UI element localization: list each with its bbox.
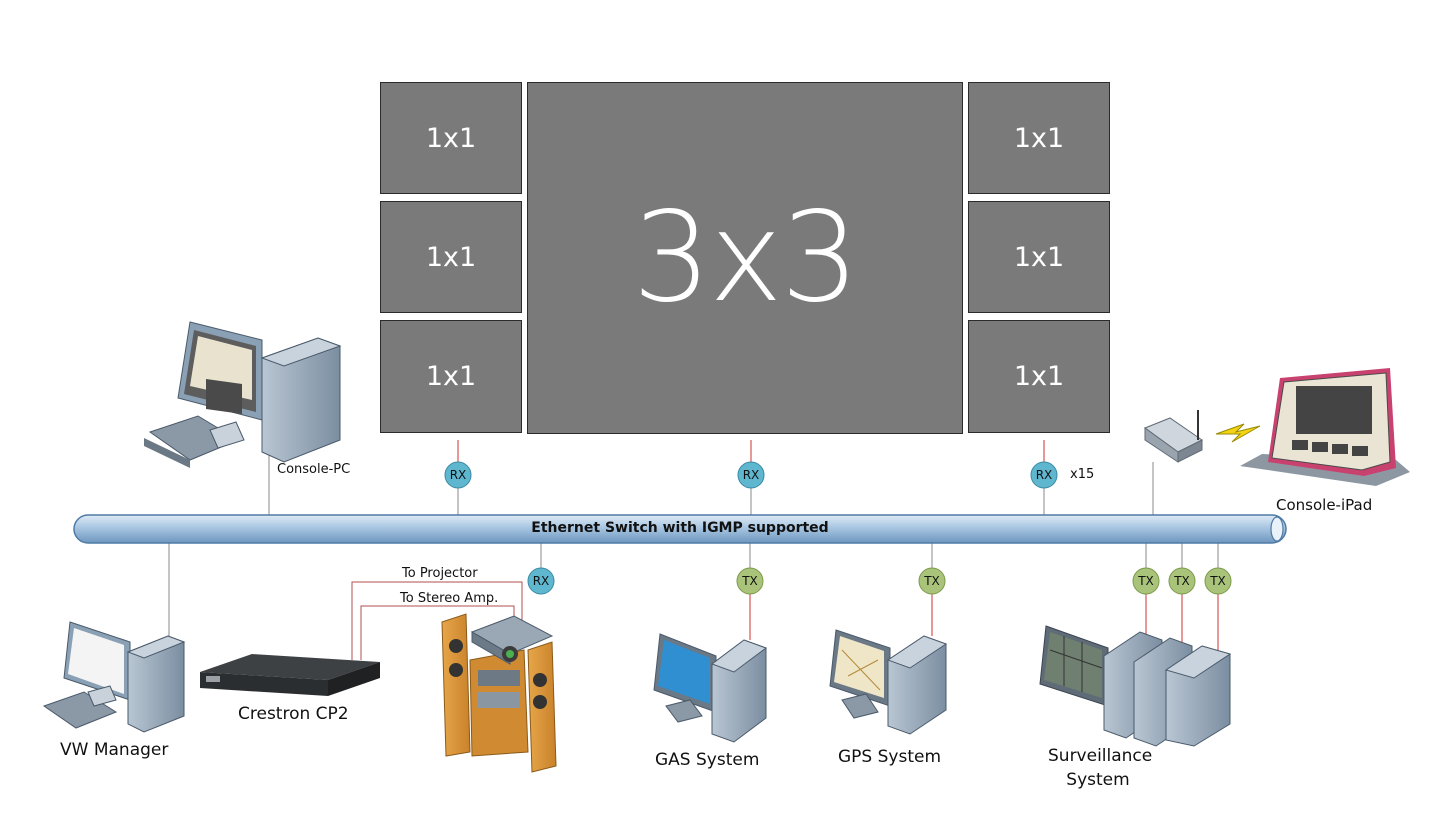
rx-label: RX [449,468,467,482]
surveillance-system-icon [1039,625,1232,747]
left-panel-3: 1x1 [380,320,522,433]
left-panel-1: 1x1 [380,82,522,194]
panel-label: 3x3 [632,186,859,330]
rx-uplinks [268,452,1154,516]
gps-system-label: GPS System [838,747,942,767]
tx-label: TX [1138,574,1154,588]
gps-system-icon [829,629,948,735]
ethernet-switch-bar [73,514,1287,544]
console-pc-icon [144,321,342,468]
crestron-cp2-icon [200,654,380,696]
panel-label: 1x1 [425,241,477,273]
right-panel-2: 1x1 [968,201,1110,313]
tx-label: TX [1174,574,1190,588]
rx-node-projector [527,567,555,595]
panel-label: 1x1 [1013,361,1065,392]
rx-node-right [1030,461,1058,489]
crestron-label: Crestron CP2 [238,704,349,724]
console-pc-label: Console-PC [277,462,351,477]
gas-system-icon [653,633,768,743]
tx-label: TX [1210,574,1226,588]
switch-label: Ethernet Switch with IGMP supported [531,520,829,536]
console-ipad-icon [1240,368,1410,486]
wireless-bolt-icon [1215,423,1261,443]
panel-label: 1x1 [1013,122,1065,154]
center-panel-3x3: 3x3 [527,82,963,434]
rx-label: RX [1035,468,1053,482]
vw-manager-icon [42,621,186,733]
right-panel-1: 1x1 [968,82,1110,194]
panel-label: 1x1 [425,122,477,154]
panel-label: 1x1 [1013,241,1065,273]
panel-label: 1x1 [425,361,477,392]
tx-node-surveillance-2 [1168,567,1196,595]
wall-signal-lines [457,440,1045,462]
rx-label: RX [742,468,760,482]
surveillance-label-line2: System [1066,770,1130,790]
av-cart-icon [441,613,557,773]
right-panel-3: 1x1 [968,320,1110,433]
tx-node-surveillance-3 [1204,567,1232,595]
wireless-router-icon [1143,410,1203,463]
tx-label: TX [924,574,940,588]
rx-label: RX [532,574,550,588]
tx-device-lines [749,594,1219,650]
rx-count-label: x15 [1070,467,1095,482]
tx-label: TX [742,574,758,588]
rx-node-left [444,461,472,489]
surveillance-label-line1: Surveillance [1048,746,1153,766]
to-projector-label: To Projector [402,566,478,581]
gas-system-label: GAS System [655,750,760,770]
to-stereo-label: To Stereo Amp. [400,591,499,606]
rx-node-center [737,461,765,489]
left-panel-2: 1x1 [380,201,522,313]
tx-node-gps [918,567,946,595]
tx-node-gas [736,567,764,595]
console-ipad-label: Console-iPad [1276,496,1373,514]
vw-manager-label: VW Manager [60,740,169,760]
switch-downlinks [168,542,1219,640]
tx-node-surveillance-1 [1132,567,1160,595]
